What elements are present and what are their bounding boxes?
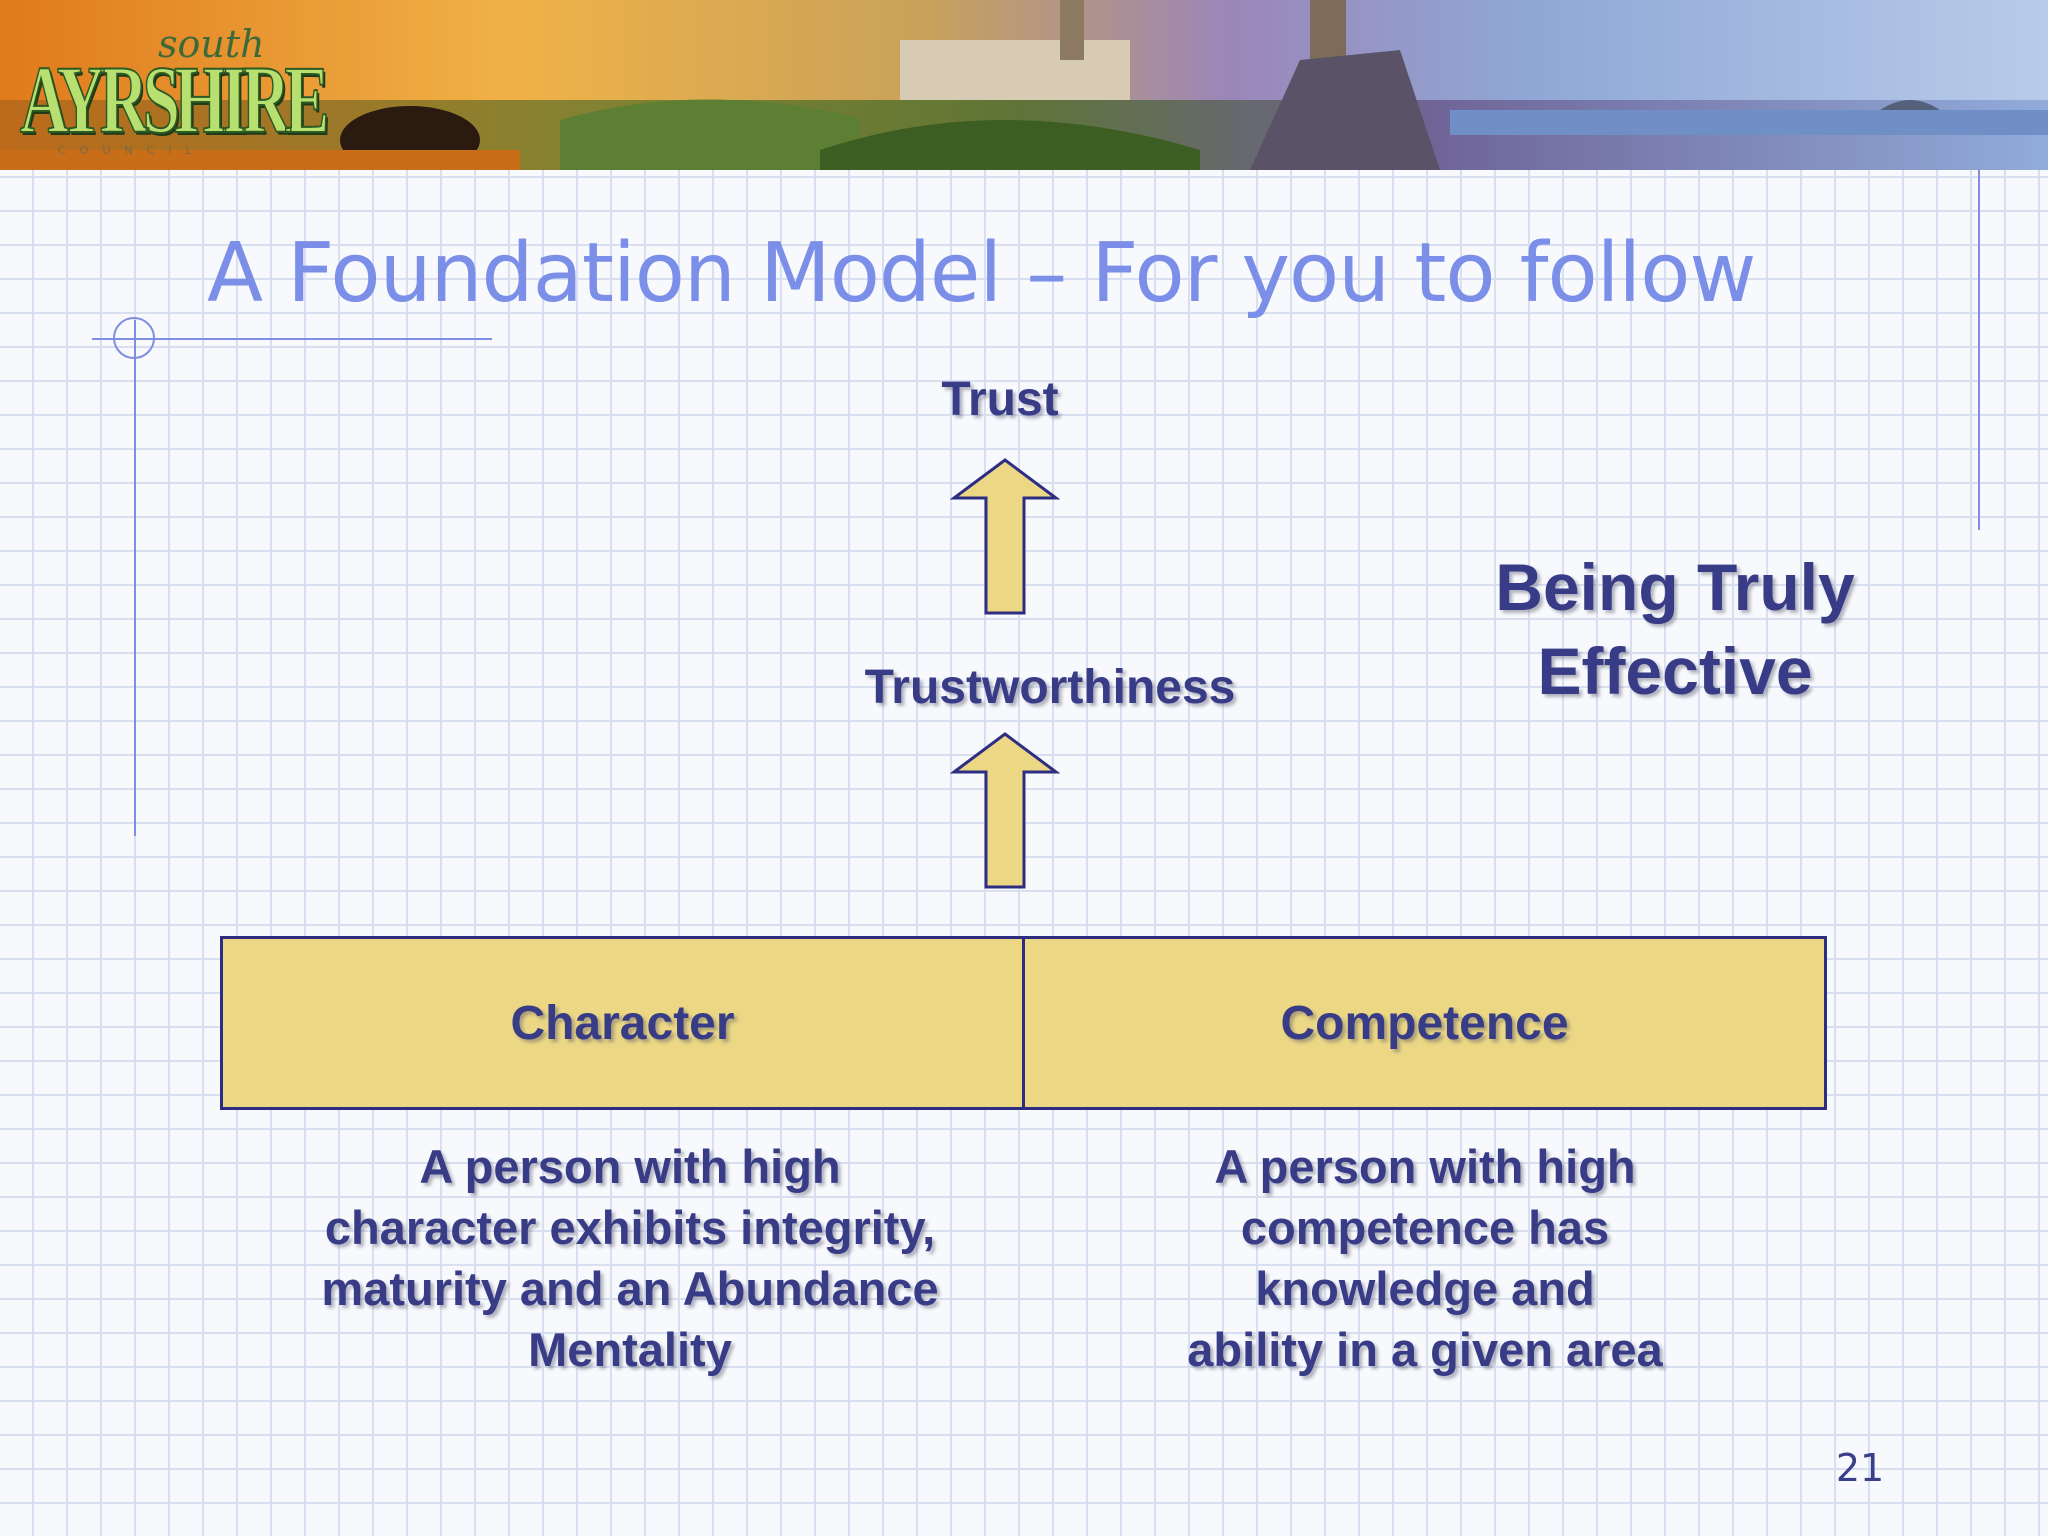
character-description: A person with high character exhibits in…: [260, 1136, 1000, 1380]
side-heading-line2: Effective: [1537, 634, 1813, 708]
decorative-circle: [113, 317, 155, 359]
description-line: ability in a given area: [1187, 1323, 1663, 1376]
page-number: 21: [1835, 1446, 1885, 1490]
description-line: A person with high: [1214, 1140, 1636, 1193]
description-line: character exhibits integrity,: [324, 1201, 936, 1254]
decorative-rule-vertical: [134, 320, 136, 836]
trust-label: Trust: [941, 373, 1059, 426]
up-arrow-icon: [950, 458, 1060, 615]
description-line: competence has: [1240, 1201, 1610, 1254]
slide-title: A Foundation Model – For you to follow: [207, 226, 1756, 321]
description-line: maturity and an Abundance: [321, 1262, 939, 1315]
decorative-rule-right: [1978, 170, 1980, 530]
up-arrow-icon: [950, 732, 1060, 889]
trustworthiness-label: Trustworthiness: [864, 661, 1236, 714]
council-logo: south AYRSHIRE COUNCIL: [19, 22, 330, 157]
side-heading-line1: Being Truly: [1495, 550, 1855, 624]
foundation-base: Character Competence: [220, 936, 1827, 1110]
description-line: A person with high: [419, 1140, 841, 1193]
description-line: Mentality: [528, 1323, 732, 1376]
decorative-rule-horizontal: [92, 338, 492, 340]
description-line: knowledge and: [1255, 1262, 1595, 1315]
competence-description: A person with high competence has knowle…: [1130, 1136, 1720, 1380]
competence-box: Competence: [1022, 939, 1824, 1107]
scenic-banner-image: [0, 0, 2048, 170]
character-box: Character: [510, 996, 735, 1050]
side-heading: Being Truly Effective: [1440, 545, 1910, 713]
header-banner: south AYRSHIRE COUNCIL: [0, 0, 2048, 170]
